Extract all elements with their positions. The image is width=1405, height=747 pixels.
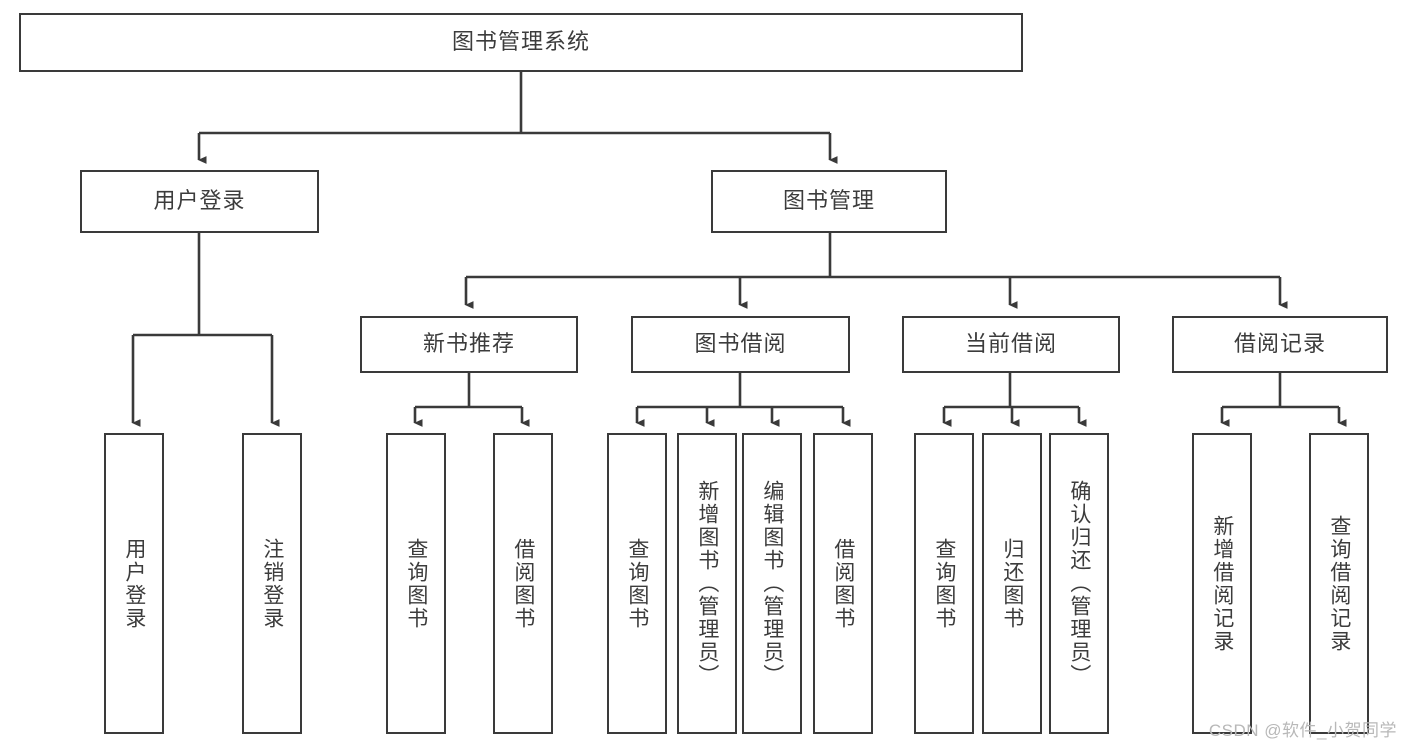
leaf-query-books-recommendation[interactable]: 查询图书 [386,433,446,734]
node-label: 注销登录 [260,537,284,630]
node-current-borrowing[interactable]: 当前借阅 [902,316,1120,373]
leaf-query-books-current[interactable]: 查询图书 [914,433,974,734]
node-new-book-recommendation[interactable]: 新书推荐 [360,316,578,373]
node-label: 当前借阅 [964,331,1057,357]
node-label: 编辑图书（管理员） [760,480,784,687]
leaf-add-borrowing-record[interactable]: 新增借阅记录 [1192,433,1252,734]
leaf-borrow-books-recommendation[interactable]: 借阅图书 [493,433,553,734]
node-book-borrowing[interactable]: 图书借阅 [631,316,850,373]
leaf-logout[interactable]: 注销登录 [242,433,302,734]
node-label: 新增借阅记录 [1210,514,1234,653]
node-label: 确认归还（管理员） [1067,480,1091,687]
leaf-user-login[interactable]: 用户登录 [104,433,164,734]
node-label: 新书推荐 [422,331,515,357]
node-label: 借阅图书 [511,537,535,630]
leaf-edit-book-admin[interactable]: 编辑图书（管理员） [742,433,802,734]
node-label: 借阅记录 [1233,331,1326,357]
node-label: 查询借阅记录 [1327,514,1351,653]
node-label: 图书借阅 [694,331,787,357]
node-user-login[interactable]: 用户登录 [80,170,319,233]
node-borrowing-records[interactable]: 借阅记录 [1172,316,1388,373]
leaf-add-book-admin[interactable]: 新增图书（管理员） [677,433,737,734]
node-label: 借阅图书 [831,537,855,630]
node-label: 用户登录 [122,537,146,630]
node-root-book-management-system[interactable]: 图书管理系统 [19,13,1023,72]
node-label: 图书管理系统 [451,29,590,55]
node-label: 归还图书 [1000,537,1024,630]
node-label: 用户登录 [153,188,246,214]
node-book-management[interactable]: 图书管理 [711,170,947,233]
leaf-borrow-books-borrowing[interactable]: 借阅图书 [813,433,873,734]
leaf-query-books-borrowing[interactable]: 查询图书 [607,433,667,734]
node-label: 新增图书（管理员） [695,480,719,687]
leaf-return-books[interactable]: 归还图书 [982,433,1042,734]
leaf-query-borrowing-record[interactable]: 查询借阅记录 [1309,433,1369,734]
node-label: 查询图书 [404,537,428,630]
node-label: 查询图书 [932,537,956,630]
node-label: 图书管理 [782,188,875,214]
watermark: CSDN @软件_小贺同学 [1208,721,1397,740]
node-label: 查询图书 [625,537,649,630]
leaf-confirm-return-admin[interactable]: 确认归还（管理员） [1049,433,1109,734]
